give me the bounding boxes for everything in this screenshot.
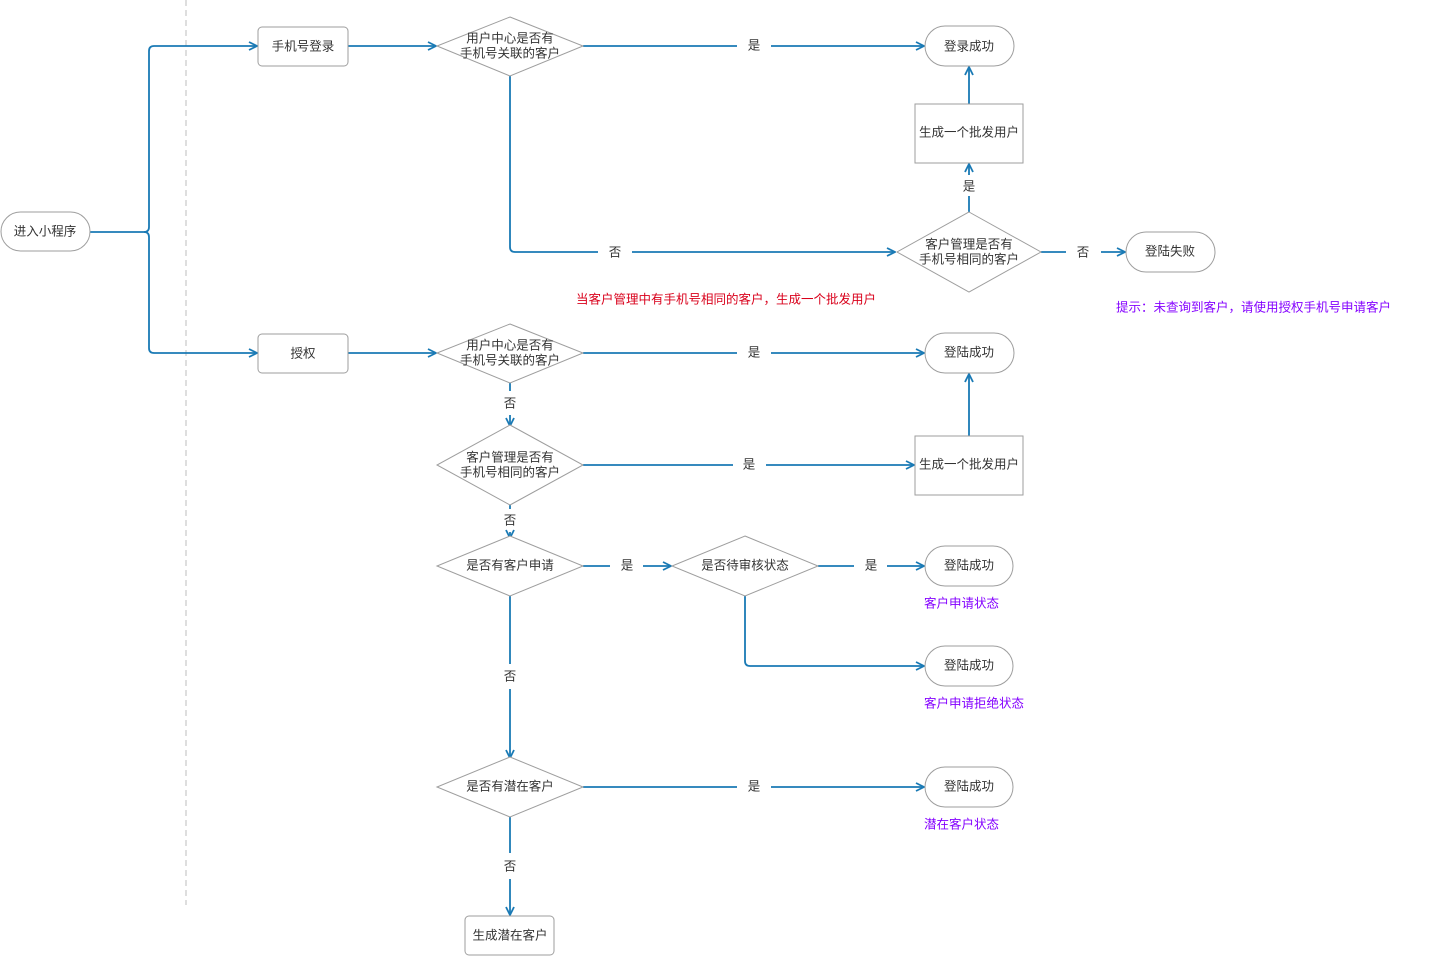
cm-check-auth-diamond <box>435 424 585 506</box>
cm-check-top-label-line2: 手机号相同的客户 <box>919 252 1019 267</box>
label-potential-yes: 是 <box>748 779 761 794</box>
login-fail-shape <box>1125 231 1216 273</box>
cm-check-auth-label-line1: 客户管理是否有 <box>466 450 554 465</box>
uc-check-auth-diamond <box>435 323 585 384</box>
start-label: 进入小程序 <box>14 224 77 239</box>
gen-wholesale-auth-box <box>914 435 1024 496</box>
label-application-yes: 是 <box>621 558 634 573</box>
login-success-potential-label: 登陆成功 <box>944 779 994 794</box>
edge-pending-no <box>744 596 924 666</box>
login-fail-label: 登陆失败 <box>1145 244 1196 259</box>
has-application-label: 是否有客户申请 <box>466 558 554 573</box>
gen-wholesale-auth-label: 生成一个批发用户 <box>919 457 1019 472</box>
authorize-label: 授权 <box>290 346 316 361</box>
edge-start-to-phone-login <box>90 46 257 233</box>
login-success-rejected-label: 登陆成功 <box>944 658 994 673</box>
label-auth-cm-no: 否 <box>504 513 517 528</box>
state-application-note: 客户申请状态 <box>924 596 999 611</box>
edge-uc-check-no-seg1 <box>509 76 598 253</box>
login-success-pending-shape <box>924 545 1014 587</box>
cm-check-top-diamond <box>895 211 1043 293</box>
phone-login-label: 手机号登录 <box>272 39 335 54</box>
uc-check-phone-diamond <box>435 16 585 77</box>
gen-wholesale-top-label: 生成一个批发用户 <box>919 125 1019 140</box>
red-note: 当客户管理中有手机号相同的客户，生成一个批发用户 <box>576 292 876 307</box>
label-auth-uc-no: 否 <box>504 396 517 411</box>
gen-wholesale-top-box <box>914 103 1024 164</box>
login-success-potential-shape <box>924 766 1014 808</box>
login-success-auth-shape <box>924 332 1015 374</box>
cm-check-top-label-line1: 客户管理是否有 <box>925 237 1013 252</box>
uc-check-auth-label-line1: 用户中心是否有 <box>466 338 554 353</box>
gen-potential-label: 生成潜在客户 <box>472 928 547 943</box>
label-uc-yes: 是 <box>748 38 761 53</box>
has-potential-diamond <box>435 756 585 818</box>
login-success-auth-label: 登陆成功 <box>944 345 994 360</box>
login-success-rejected-shape <box>924 645 1014 687</box>
cm-check-auth-label-line2: 手机号相同的客户 <box>460 465 560 480</box>
pending-review-label: 是否待审核状态 <box>701 558 789 573</box>
label-application-no: 否 <box>504 669 517 684</box>
phone-login-box <box>257 26 349 67</box>
has-application-diamond <box>435 535 585 597</box>
fail-hint-note: 提示：未查询到客户，请使用授权手机号申请客户 <box>1116 300 1391 315</box>
label-cm-top-no: 否 <box>1077 245 1090 260</box>
label-auth-uc-yes: 是 <box>748 345 761 360</box>
label-cm-top-yes: 是 <box>963 179 976 194</box>
login-success-pending-label: 登陆成功 <box>944 558 994 573</box>
login-success-top-shape <box>924 25 1015 67</box>
label-auth-cm-yes: 是 <box>743 457 756 472</box>
uc-check-auth-label-line2: 手机号关联的客户 <box>460 353 560 368</box>
uc-check-phone-label-line1: 用户中心是否有 <box>466 31 554 46</box>
state-potential-note: 潜在客户状态 <box>924 817 999 832</box>
edge-start-to-authorize <box>143 231 257 353</box>
gen-potential-box <box>464 915 555 956</box>
label-potential-no: 否 <box>504 859 517 874</box>
uc-check-phone-label-line2: 手机号关联的客户 <box>460 46 560 61</box>
state-rejected-note: 客户申请拒绝状态 <box>924 696 1024 711</box>
pending-review-diamond <box>670 535 820 597</box>
label-uc-no: 否 <box>609 245 622 260</box>
authorize-box <box>257 333 349 374</box>
start-terminal-shape <box>0 211 91 252</box>
login-success-top-label: 登录成功 <box>944 39 994 54</box>
label-pending-yes: 是 <box>865 558 878 573</box>
has-potential-label: 是否有潜在客户 <box>466 779 554 794</box>
